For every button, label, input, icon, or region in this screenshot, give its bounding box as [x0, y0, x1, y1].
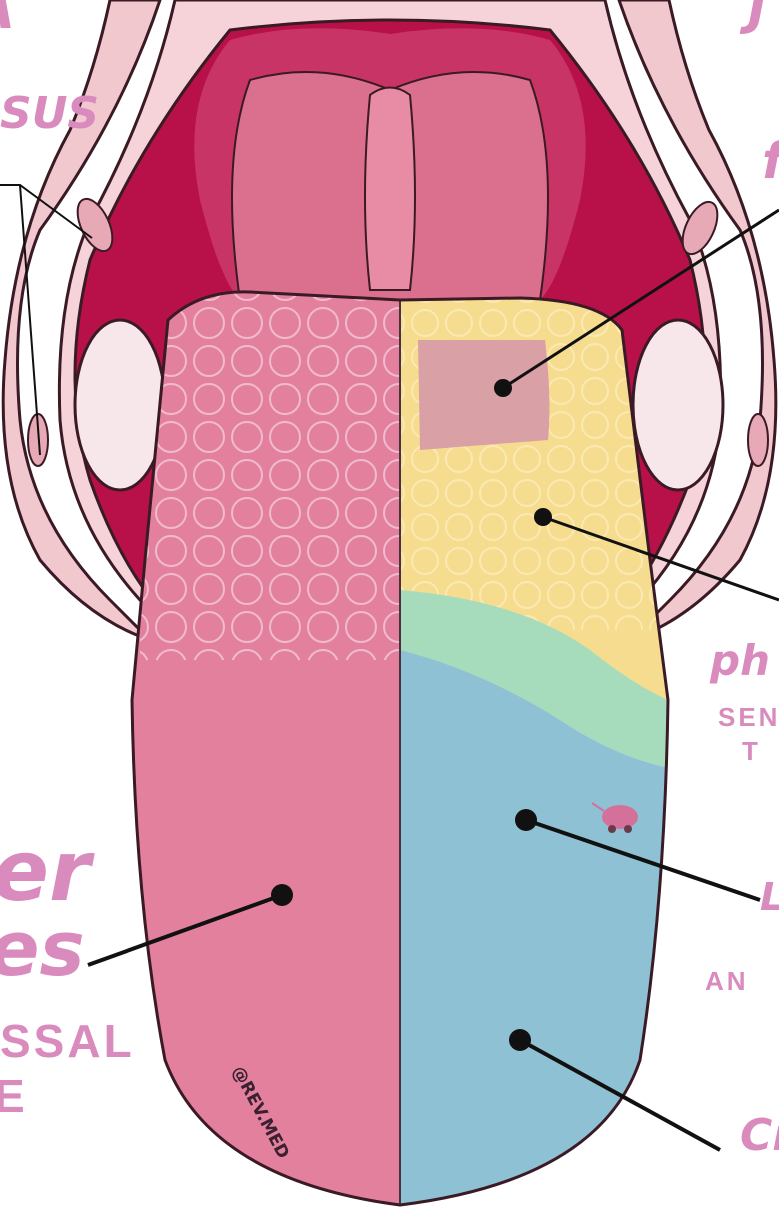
tonsil-right	[633, 320, 723, 490]
tongue	[120, 280, 680, 1216]
label-right-cr: Cr	[740, 1110, 779, 1161]
uvula	[365, 88, 415, 291]
pointer-dot-left	[271, 884, 293, 906]
tonsil-left	[75, 320, 165, 490]
pointer-dot-patch	[494, 379, 512, 397]
papillae-texture-left	[140, 290, 400, 660]
pointer-dot-blue-upper	[515, 809, 537, 831]
label-left-ssal: SSAL	[0, 1015, 135, 1067]
region-pink-patch	[418, 340, 549, 450]
label-left-es: es	[0, 904, 85, 993]
label-left-e: E	[0, 1070, 28, 1122]
label-left-top-partial: A	[0, 0, 15, 42]
label-left-sus: SUS	[0, 88, 99, 139]
pointer-dot-yellow	[534, 508, 552, 526]
lip-gland-right-2	[748, 414, 768, 466]
label-right-top-partial: J	[739, 0, 767, 36]
pointer-dot-blue-lower	[509, 1029, 531, 1051]
label-right-sen: SEN	[718, 702, 779, 732]
label-right-partial-1: f	[762, 132, 779, 190]
label-right-partial-2: L	[760, 875, 779, 919]
label-right-t: T	[742, 736, 761, 766]
label-right-ph: ph	[709, 636, 770, 685]
label-right-an: AN	[705, 966, 749, 996]
